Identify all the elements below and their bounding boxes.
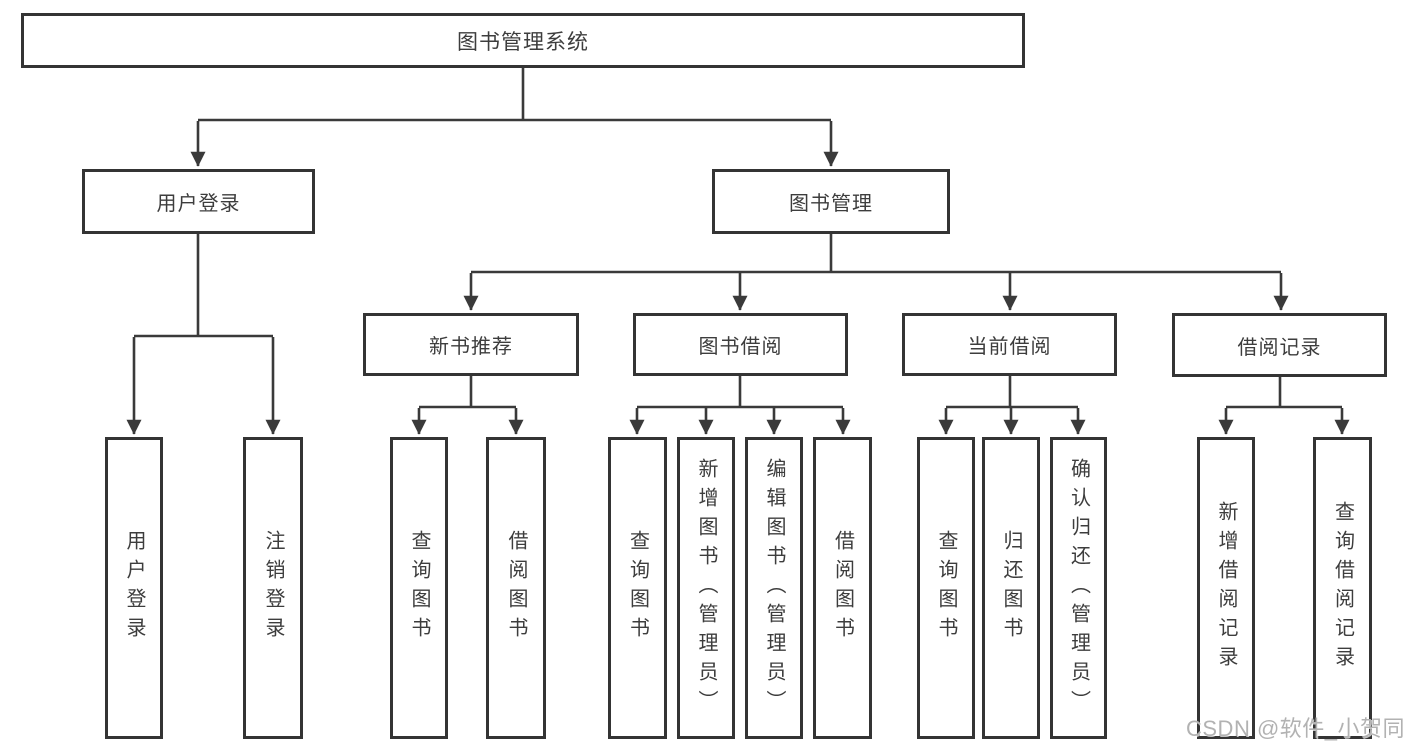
- leaf-logout: 注销登录: [243, 437, 303, 739]
- leaf-add-book-admin: 新增图书（管理员）: [677, 437, 735, 739]
- node-label: 图书借阅: [698, 336, 783, 358]
- node-label: 确认归还（管理员）: [1067, 457, 1090, 719]
- node-label: 归还图书: [1000, 530, 1022, 646]
- node-label: 新增图书（管理员）: [695, 457, 717, 719]
- node-borrowing-records: 借阅记录: [1172, 313, 1387, 377]
- node-new-book-recommend: 新书推荐: [363, 313, 579, 376]
- node-label: 当前借阅: [967, 336, 1052, 358]
- leaf-confirm-return-admin: 确认归还（管理员）: [1050, 437, 1107, 739]
- node-book-borrowing: 图书借阅: [633, 313, 848, 376]
- leaf-query-books-recommend: 查询图书: [390, 437, 448, 739]
- node-label: 注销登录: [262, 530, 284, 646]
- leaf-add-borrow-record: 新增借阅记录: [1197, 437, 1255, 739]
- node-label: 查询图书: [626, 530, 649, 646]
- node-library-system: 图书管理系统: [21, 13, 1025, 68]
- leaf-user-login: 用户登录: [105, 437, 163, 739]
- node-label: 图书管理: [789, 193, 873, 215]
- node-label: 借阅记录: [1237, 336, 1322, 359]
- node-label: 查询图书: [935, 530, 957, 646]
- node-label: 借阅图书: [505, 530, 527, 646]
- leaf-query-books-borrowing: 查询图书: [608, 437, 667, 739]
- leaf-borrow-books-borrowing: 借阅图书: [813, 437, 872, 739]
- node-label: 编辑图书（管理员）: [763, 457, 785, 719]
- node-label: 新书推荐: [429, 336, 513, 358]
- node-label: 新增借阅记录: [1215, 501, 1237, 675]
- node-current-borrowing: 当前借阅: [902, 313, 1117, 376]
- node-label: 图书管理系统: [457, 30, 589, 54]
- csdn-watermark: CSDN @软件_小贺同学: [1186, 716, 1405, 741]
- leaf-query-books-current: 查询图书: [917, 437, 975, 739]
- leaf-return-books: 归还图书: [982, 437, 1040, 739]
- node-book-management: 图书管理: [712, 169, 950, 234]
- node-label: 查询图书: [408, 530, 430, 646]
- node-label: 用户登录: [156, 193, 241, 215]
- node-user-login: 用户登录: [82, 169, 315, 234]
- leaf-query-borrow-record: 查询借阅记录: [1313, 437, 1372, 739]
- node-label: 用户登录: [123, 530, 145, 646]
- leaf-borrow-books-recommend: 借阅图书: [486, 437, 546, 739]
- leaf-edit-book-admin: 编辑图书（管理员）: [745, 437, 803, 739]
- node-label: 借阅图书: [831, 530, 854, 646]
- node-label: 查询借阅记录: [1331, 501, 1354, 675]
